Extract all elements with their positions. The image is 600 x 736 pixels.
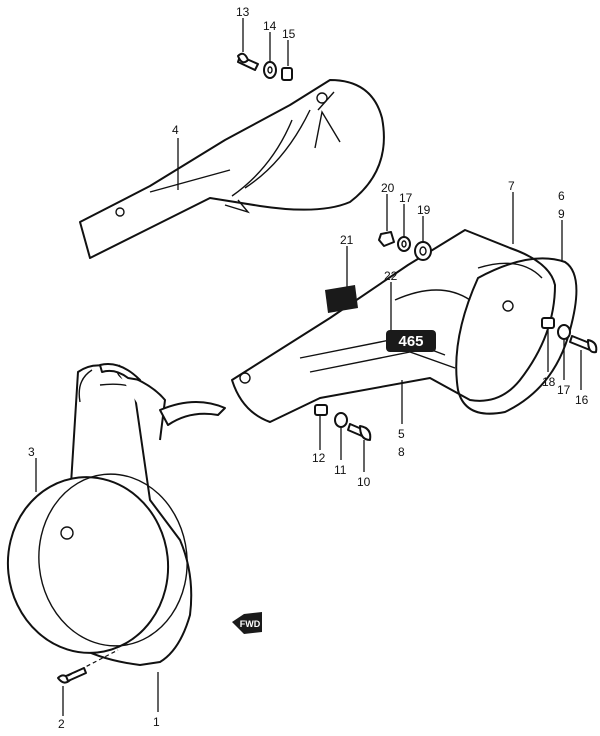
callout-7: 7 [508,179,515,193]
callout-16: 16 [575,393,589,407]
callout-20: 20 [381,181,395,195]
collar-18 [541,317,555,329]
side-cover-upper-left [79,79,385,259]
callout-5: 5 [398,427,405,441]
side-cover-right: 465 [231,229,578,423]
decal-465-text: 465 [398,333,423,350]
nut-20 [378,231,395,247]
washer-17-lower [557,324,571,340]
callout-10: 10 [357,475,371,489]
collar-15 [281,67,293,81]
callout-12: 12 [312,451,326,465]
gasket-ring [455,257,578,415]
callout-numbers: 13 14 15 4 20 17 19 7 6 9 21 22 18 17 16… [28,5,589,731]
screw-13 [237,52,259,71]
callout-14: 14 [263,19,277,33]
callout-11: 11 [334,463,347,477]
decal-465: 465 [386,330,436,352]
callout-4: 4 [172,123,179,137]
callout-9: 9 [558,207,565,221]
screw-2 [57,667,87,684]
callout-13: 13 [236,5,250,19]
washer-14 [263,61,277,79]
callout-19: 19 [417,203,431,217]
leader-lines [35,18,582,716]
callout-2: 2 [58,717,65,731]
screw-16 [569,335,598,354]
collar-12 [314,404,328,416]
number-plate [6,473,188,654]
grommet-19 [414,241,432,261]
washer-17-upper [397,236,411,252]
callout-15: 15 [282,27,296,41]
callout-6: 6 [558,189,565,203]
fwd-label: FWD [240,619,261,629]
screw-10 [347,423,372,441]
label-sticker [325,285,358,313]
callout-18: 18 [542,375,556,389]
callout-3: 3 [28,445,35,459]
callout-8: 8 [398,445,405,459]
callout-17-upper: 17 [399,191,413,205]
washer-11 [334,412,348,428]
callout-17-lower: 17 [557,383,571,397]
callout-1: 1 [153,715,160,729]
callout-21: 21 [340,233,354,247]
callout-22: 22 [384,269,398,283]
fwd-arrow-icon: FWD [232,612,262,634]
